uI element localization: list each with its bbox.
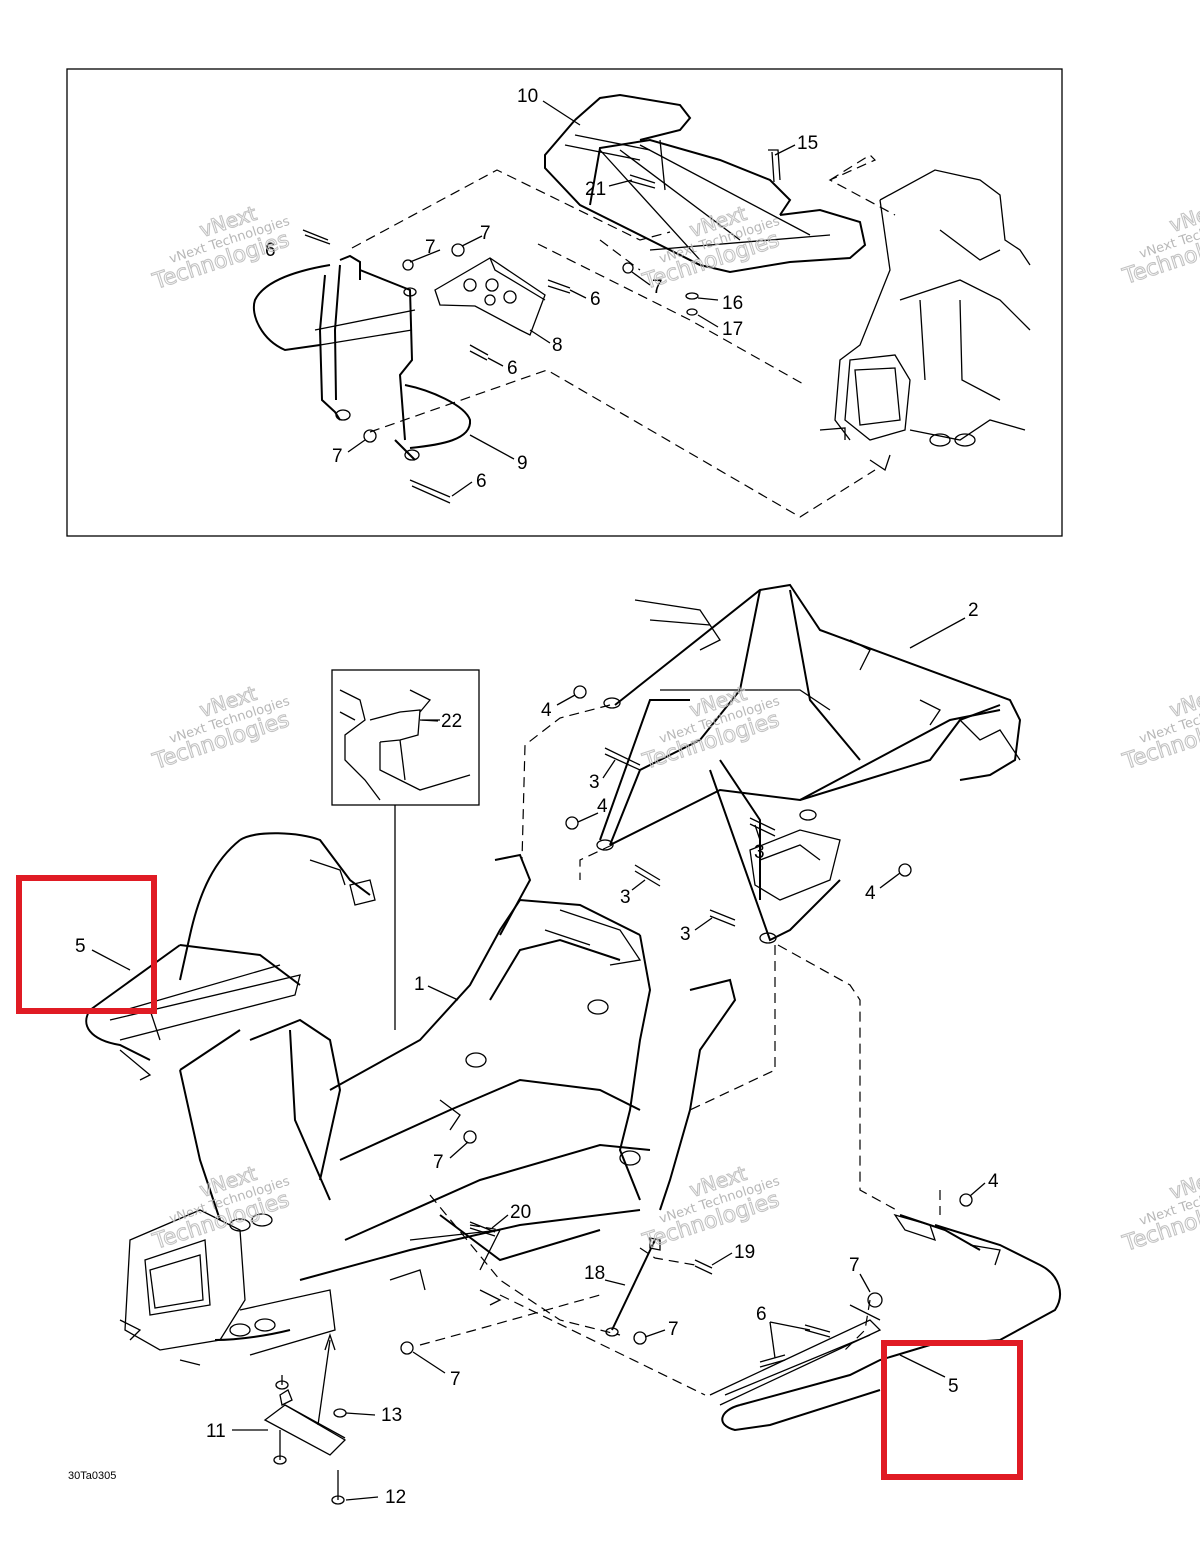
callout-3: 3 xyxy=(680,924,691,945)
callout-7: 7 xyxy=(652,277,663,298)
bottom-callouts: 2 22 4 3 4 3 3 4 3 5 1 7 20 19 4 18 7 6 … xyxy=(75,600,999,1508)
callout-3: 3 xyxy=(754,842,765,863)
callout-6: 6 xyxy=(507,358,518,379)
callout-6: 6 xyxy=(590,289,601,310)
callout-8: 8 xyxy=(552,335,563,356)
top-leader-lines xyxy=(347,100,796,497)
watermark-3: vNext vNext Technologies Technologies xyxy=(1119,195,1200,290)
bottom-fasteners xyxy=(400,685,973,1368)
callout-7: 7 xyxy=(668,1319,679,1340)
callout-2: 2 xyxy=(968,600,979,621)
callout-17: 17 xyxy=(722,319,743,340)
front-bumper-part-9 xyxy=(252,254,472,461)
callout-7: 7 xyxy=(849,1255,860,1276)
callout-21: 21 xyxy=(585,179,606,200)
callout-13: 13 xyxy=(381,1405,402,1426)
highlight-box-left-part-5 xyxy=(16,875,157,1014)
skid-bracket-parts-11-12-13 xyxy=(263,1332,347,1505)
callout-7: 7 xyxy=(433,1152,444,1173)
bracket-plate-part-8 xyxy=(434,257,546,336)
callout-22: 22 xyxy=(441,711,462,732)
support-rod-part-18 xyxy=(605,1237,661,1337)
watermark-8: vNext vNext Technologies Technologies xyxy=(639,1160,783,1255)
highlight-box-right-part-5 xyxy=(881,1340,1023,1480)
callout-6: 6 xyxy=(265,240,276,261)
callout-9: 9 xyxy=(517,453,528,474)
watermark-7: vNext vNext Technologies Technologies xyxy=(149,1160,293,1255)
callout-11: 11 xyxy=(206,1421,226,1442)
callout-7: 7 xyxy=(450,1369,461,1390)
rear-rack-part-10 xyxy=(544,93,867,274)
bottom-leader-lines xyxy=(91,617,986,1501)
callout-18: 18 xyxy=(584,1263,605,1284)
callout-1: 1 xyxy=(414,974,425,995)
callout-3: 3 xyxy=(589,772,600,793)
callout-7: 7 xyxy=(480,223,491,244)
callout-20: 20 xyxy=(510,1202,531,1223)
left-footrest-bar-part-5 xyxy=(85,832,376,1081)
callout-19: 19 xyxy=(734,1242,755,1263)
rear-subframe-part-2 xyxy=(596,583,1022,944)
callout-4: 4 xyxy=(597,796,608,817)
top-fasteners xyxy=(302,149,781,504)
callout-7: 7 xyxy=(425,237,436,258)
watermark-9: vNext vNext Technologies Technologies xyxy=(1119,1162,1200,1257)
watermark-1: vNext vNext Technologies Technologies xyxy=(149,200,293,295)
callout-6: 6 xyxy=(476,471,487,492)
diagram-code-label: 30Ta0305 xyxy=(68,1470,117,1482)
callout-7: 7 xyxy=(332,446,343,467)
watermark-4: vNext vNext Technologies Technologies xyxy=(149,680,293,775)
bottom-assembly-lines xyxy=(419,704,941,1396)
frame-fragment-top-right xyxy=(819,169,1031,472)
callout-15: 15 xyxy=(797,133,818,154)
callout-3: 3 xyxy=(620,887,631,908)
callout-4: 4 xyxy=(988,1171,999,1192)
callout-5: 5 xyxy=(75,936,86,957)
watermark-6: vNext vNext Technologies Technologies xyxy=(1119,680,1200,775)
main-frame-part-1 xyxy=(119,853,737,1366)
top-panel-frame xyxy=(66,68,1063,537)
callout-4: 4 xyxy=(865,883,876,904)
callout-12: 12 xyxy=(385,1487,406,1508)
callout-4: 4 xyxy=(541,700,552,721)
callout-5: 5 xyxy=(948,1376,959,1397)
detail-inset-part-22 xyxy=(331,669,480,1030)
watermark-5: vNext vNext Technologies Technologies xyxy=(639,680,783,775)
top-callouts: 10 15 21 6 7 7 6 7 16 17 8 6 7 9 6 xyxy=(265,86,818,492)
callout-10: 10 xyxy=(517,86,538,107)
right-footrest-bar-part-5 xyxy=(709,1213,1061,1432)
callout-6: 6 xyxy=(756,1304,767,1325)
callout-16: 16 xyxy=(722,293,743,314)
top-assembly-lines xyxy=(351,154,896,518)
